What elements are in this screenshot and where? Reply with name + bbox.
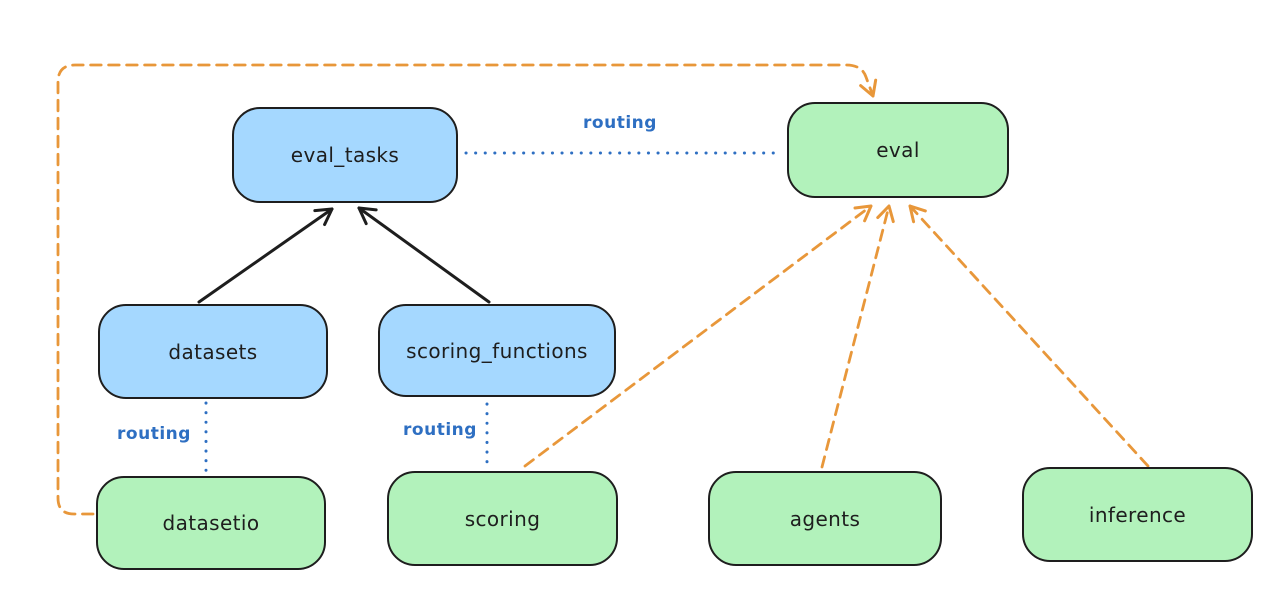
edge-datasetio-to-eval: [56, 63, 878, 516]
node-agents-label: agents: [789, 506, 861, 531]
edge-label-routing-eval-tasks-eval: routing: [583, 113, 657, 133]
edge-label-routing-scoring-functions-scoring: routing: [403, 420, 477, 440]
node-eval: eval: [787, 102, 1009, 198]
node-datasetio: datasetio: [96, 476, 326, 570]
node-inference-label: inference: [1088, 502, 1187, 527]
node-eval-label: eval: [876, 138, 920, 162]
node-scoring: scoring: [387, 471, 618, 566]
edge-scoring-to-eval: [523, 204, 873, 468]
node-datasets: datasets: [98, 304, 328, 399]
node-scoring-label: scoring: [464, 506, 541, 531]
node-scoring-functions-label: scoring_functions: [406, 338, 588, 363]
edge-agents-to-eval: [820, 204, 895, 469]
edge-scoring-functions-to-eval-tasks: [357, 206, 491, 304]
node-datasetio-label: datasetio: [162, 511, 260, 535]
node-eval-tasks-label: eval_tasks: [290, 143, 400, 167]
edge-inference-to-eval: [908, 204, 1150, 468]
edge-label-routing-datasets-datasetio: routing: [117, 424, 191, 444]
node-datasets-label: datasets: [168, 339, 258, 364]
edge-datasets-to-eval-tasks: [197, 207, 334, 304]
node-agents: agents: [708, 471, 942, 566]
node-eval-tasks: eval_tasks: [232, 107, 458, 203]
node-scoring-functions: scoring_functions: [378, 304, 616, 397]
node-inference: inference: [1022, 467, 1253, 562]
